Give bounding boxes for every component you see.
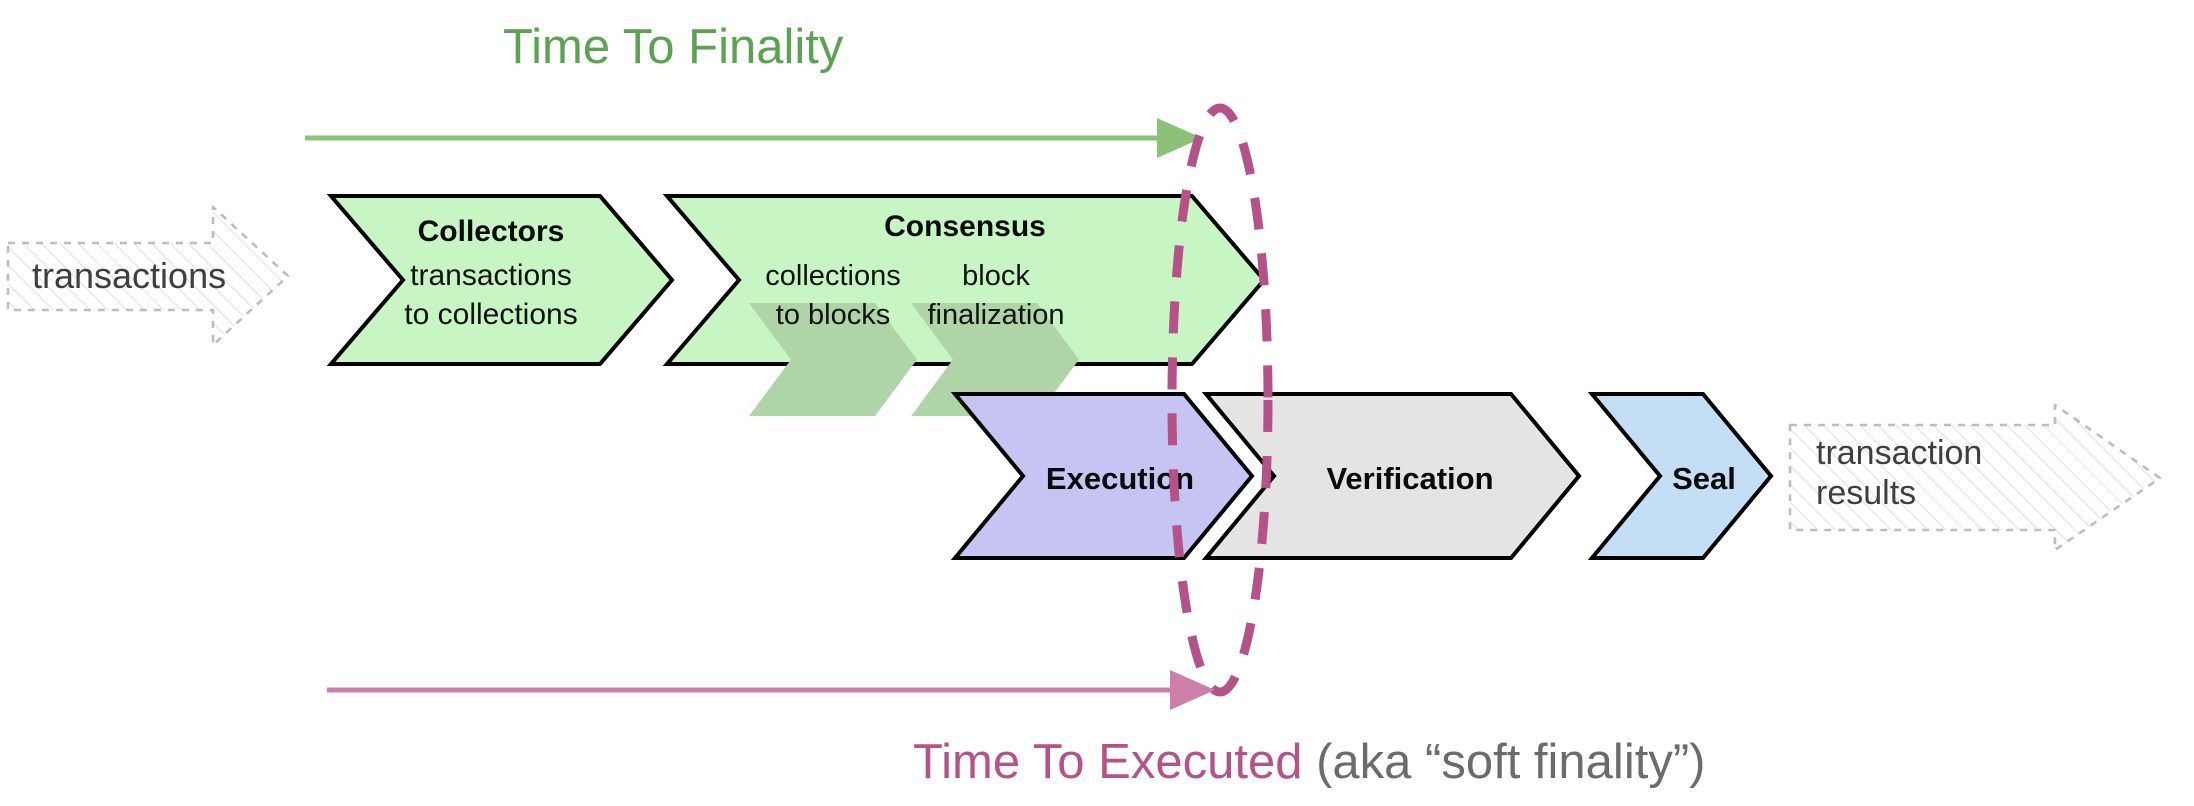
time-to-finality-title: Time To Finality — [503, 20, 844, 74]
collectors-title: Collectors — [418, 215, 565, 248]
substage-1-shape — [749, 302, 917, 417]
chevron-execution[interactable]: Execution — [950, 392, 1255, 560]
substage-block-finalization[interactable]: block finalization — [911, 260, 1079, 417]
transaction-results-label-line-2: results — [1816, 474, 1916, 512]
transaction-results-output-node: transaction results — [1788, 403, 2162, 552]
substage-1-line-2: to blocks — [776, 299, 890, 331]
chevron-seal[interactable]: Seal — [1587, 392, 1774, 560]
substage-2-line-1: block — [962, 260, 1030, 292]
collectors-sub-line-2: to collections — [404, 298, 577, 331]
transactions-label: transactions — [32, 255, 226, 296]
time-to-executed-suffix: (aka “soft finality”) — [1302, 735, 1705, 789]
execution-shape — [950, 392, 1255, 560]
transactions-arrow-shape — [6, 205, 290, 347]
time-to-executed-caption: Time To Executed (aka “soft finality”) — [913, 735, 1705, 789]
verification-shape — [1201, 392, 1582, 560]
consensus-title: Consensus — [884, 210, 1046, 243]
transaction-results-label-line-1: transaction — [1816, 434, 1982, 472]
collectors-shape — [326, 194, 675, 366]
substage-1-line-1: collections — [765, 260, 900, 292]
substage-2-shape — [911, 302, 1079, 417]
chevron-consensus[interactable]: Consensus collections to blocks block fi… — [662, 194, 1267, 417]
substage-2-line-2: finalization — [927, 299, 1064, 331]
chevron-collectors[interactable]: Collectors transactions to collections — [326, 194, 675, 366]
verification-title: Verification — [1326, 461, 1493, 496]
collectors-sub-line-1: transactions — [410, 259, 572, 292]
finality-boundary-ellipse — [1167, 103, 1273, 697]
substage-collections-to-blocks[interactable]: collections to blocks — [733, 219, 917, 417]
seal-shape — [1587, 392, 1774, 560]
seal-title: Seal — [1672, 461, 1736, 496]
chevron-verification[interactable]: Verification — [1201, 392, 1582, 560]
transaction-results-arrow-shape — [1788, 403, 2162, 552]
transactions-input-node: transactions — [6, 205, 290, 347]
time-to-executed-title: Time To Executed — [913, 735, 1302, 789]
